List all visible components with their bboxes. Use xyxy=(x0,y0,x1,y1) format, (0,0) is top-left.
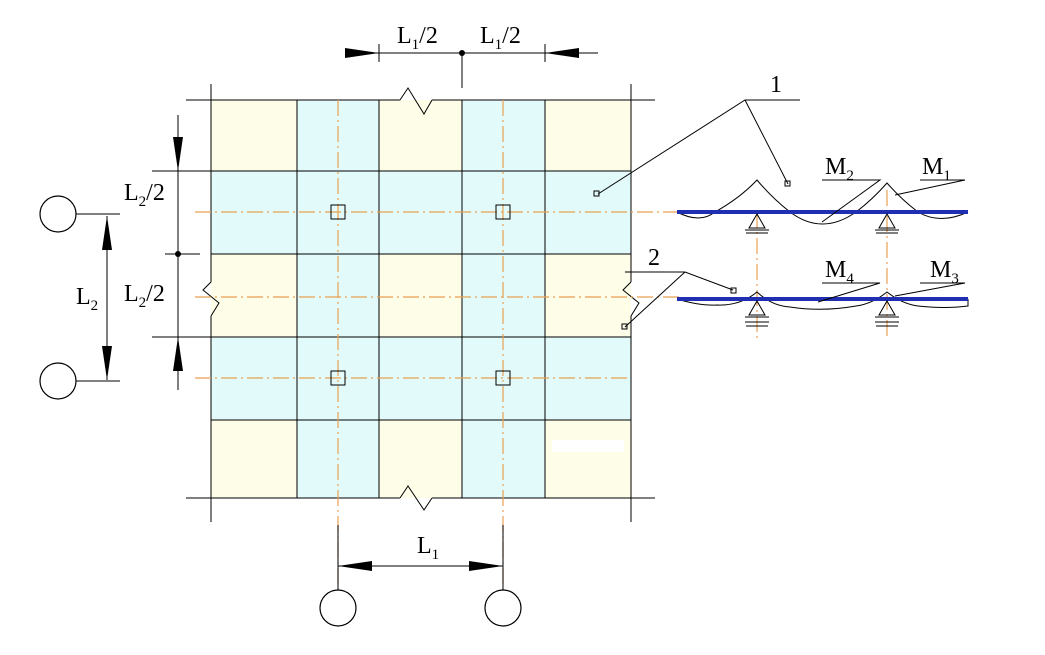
bubble-leaders xyxy=(76,213,504,590)
column-4 xyxy=(495,370,511,386)
column-1 xyxy=(330,204,346,220)
label-m2: M2 xyxy=(825,154,854,184)
column-3 xyxy=(330,370,346,386)
label-l1: L1 xyxy=(417,533,439,563)
callout-1-leaders xyxy=(597,99,800,195)
column-2 xyxy=(495,204,511,220)
callout-1-marker-a xyxy=(593,190,600,197)
callout-2-leaders xyxy=(624,271,734,328)
slab-panels xyxy=(211,100,631,498)
label-m1: M1 xyxy=(922,154,951,184)
blank-patch xyxy=(552,440,624,452)
label-m3: M3 xyxy=(930,257,959,287)
dimension-l2 xyxy=(102,216,112,380)
label-half-l1-right: L1/2 xyxy=(480,23,521,53)
moment-diagram-column-strip xyxy=(676,179,969,225)
axis-bubble-left-top xyxy=(39,195,77,233)
axis-bubble-bottom-right xyxy=(484,589,522,627)
label-half-l2-bottom: L2/2 xyxy=(124,281,165,311)
dimension-l1 xyxy=(338,561,503,571)
label-m4: M4 xyxy=(825,257,854,287)
label-l2: L2 xyxy=(76,284,98,314)
columns xyxy=(330,204,511,386)
slab-grid-lines xyxy=(186,84,655,522)
callout-2-marker-a xyxy=(730,287,737,294)
middle-strip-cells xyxy=(211,100,631,498)
callout-1-label: 1 xyxy=(770,72,782,98)
label-half-l1-left: L1/2 xyxy=(397,23,438,53)
moment-diagram-middle-strip xyxy=(676,291,969,310)
moment-leaders xyxy=(817,179,966,303)
callout-1-marker-b xyxy=(784,180,791,187)
axis-bubble-left-bottom xyxy=(39,362,77,400)
callout-2-marker-b xyxy=(621,323,628,330)
dimension-left-half xyxy=(152,115,211,390)
callout-2-label: 2 xyxy=(648,245,660,271)
label-half-l2-top: L2/2 xyxy=(124,180,165,210)
axis-bubbles xyxy=(39,195,522,627)
dimension-top xyxy=(345,44,598,88)
supports xyxy=(745,212,899,327)
axis-bubble-bottom-left xyxy=(319,589,357,627)
